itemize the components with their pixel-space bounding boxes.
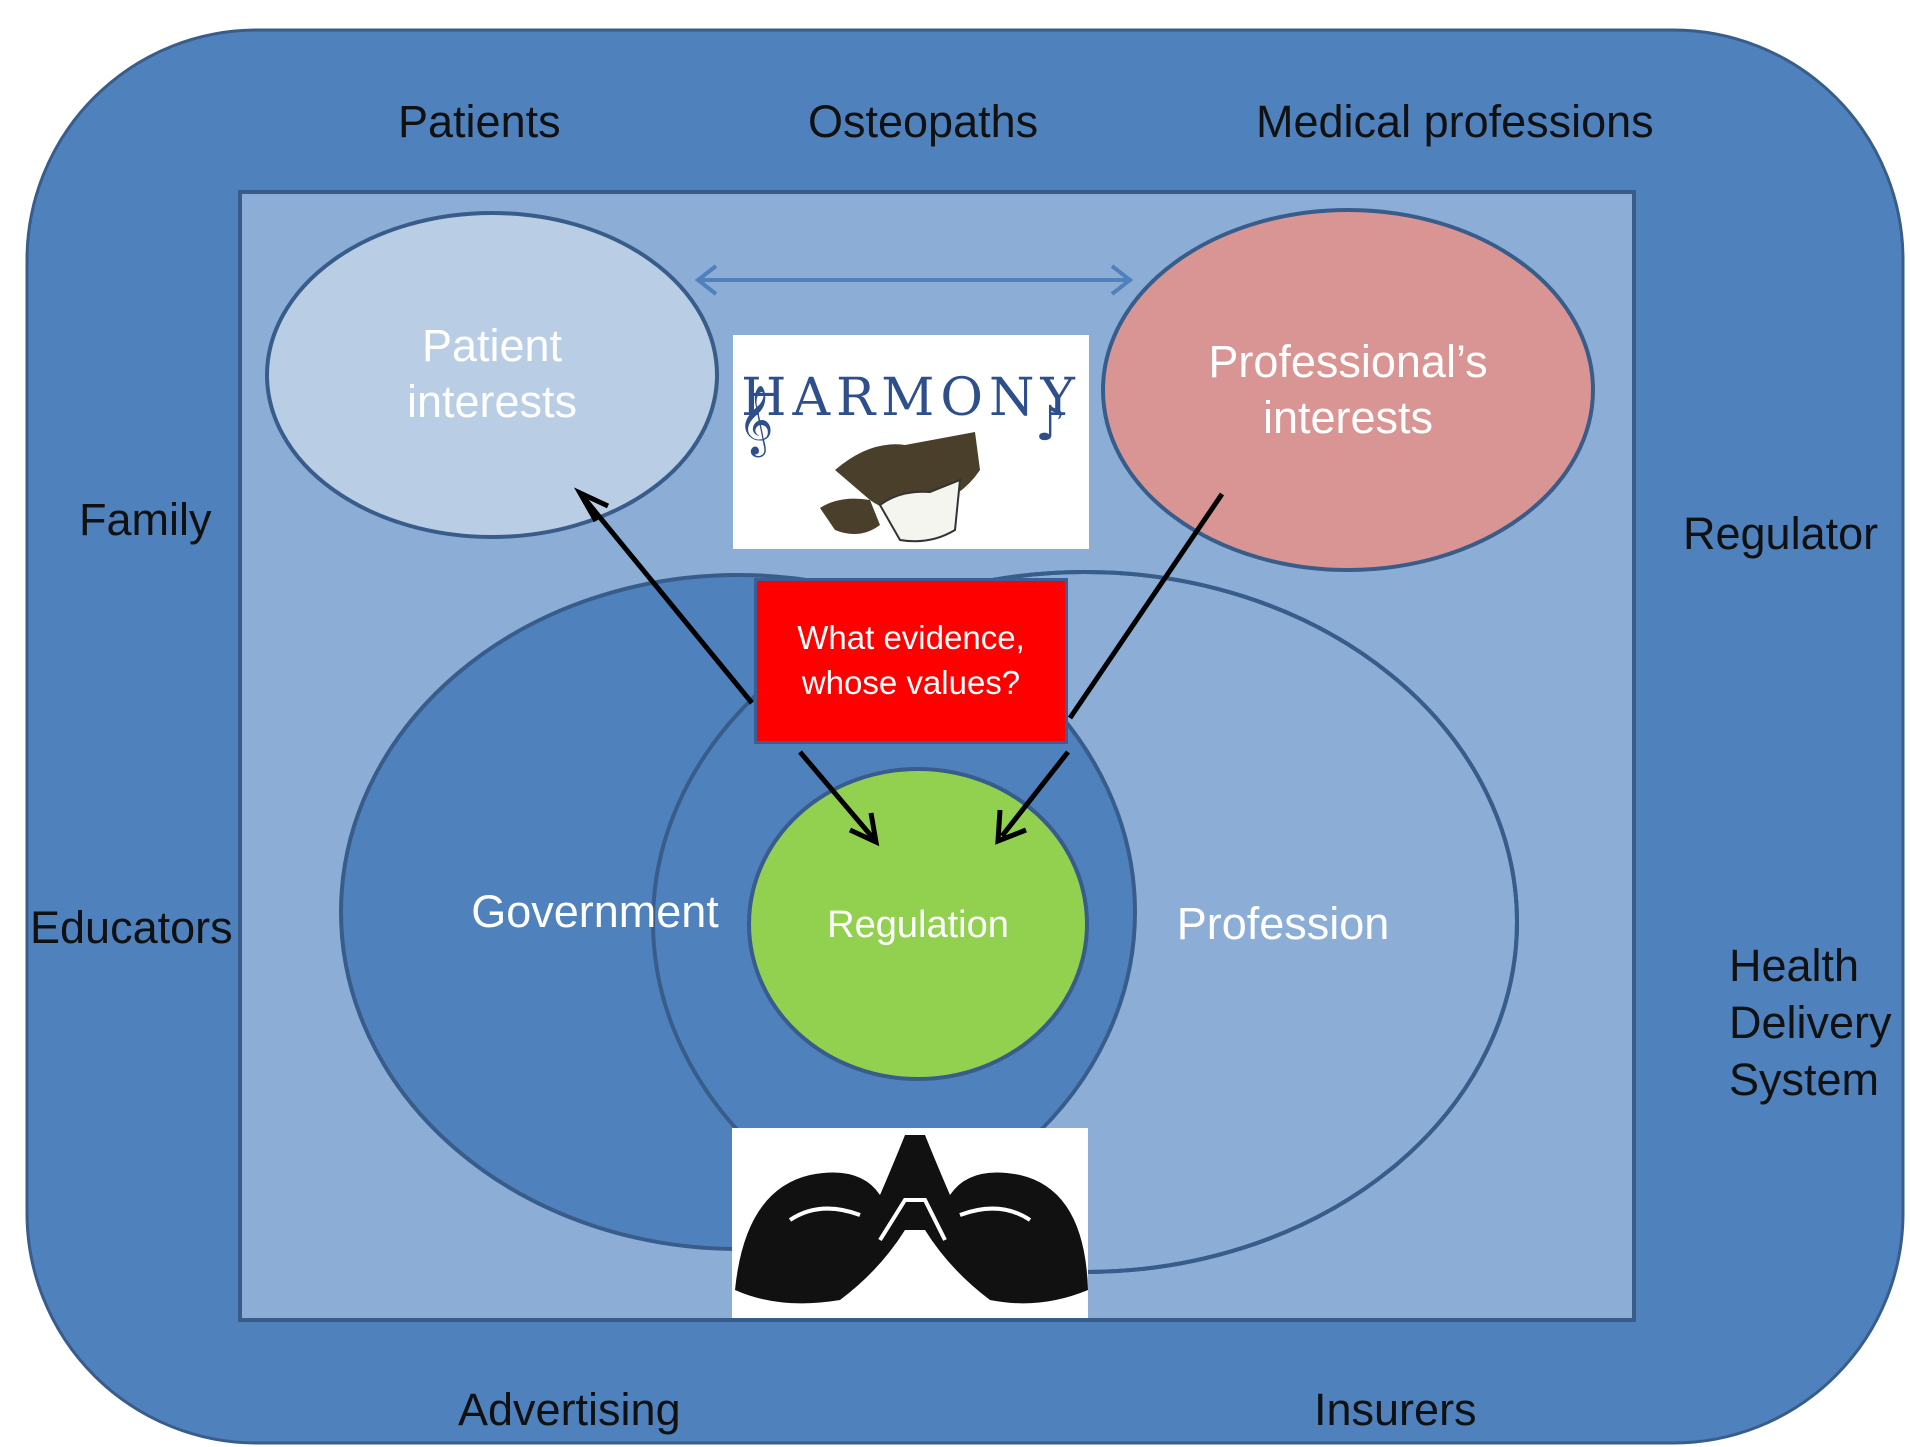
- label-educators: Educators: [30, 902, 233, 953]
- harmony-double-arrow: [694, 264, 1134, 296]
- arrow-to-regulation-left: [798, 750, 875, 840]
- arm-wrestling-icon: [735, 1135, 1088, 1304]
- patient-interests-line2: interests: [406, 376, 578, 428]
- question-line1: What evidence,: [797, 619, 1025, 657]
- label-regulator: Regulator: [1683, 508, 1879, 559]
- label-osteopaths: Osteopaths: [808, 96, 1039, 147]
- label-patient-interests: Patient interests: [370, 318, 614, 431]
- label-health: Health: [1729, 940, 1860, 991]
- label-advertising: Advertising: [458, 1384, 681, 1435]
- harmony-image: HARMONY 𝄞 ♪: [733, 335, 1089, 549]
- regulation-circle: [747, 767, 1089, 1081]
- label-profession: Profession: [1176, 898, 1390, 949]
- arm-wrestling-image: [732, 1128, 1088, 1318]
- question-line2: whose values?: [801, 664, 1021, 701]
- harmony-word: HARMONY: [741, 368, 1081, 428]
- question-box: What evidence, whose values?: [754, 578, 1068, 744]
- label-medical-professions: Medical professions: [1256, 96, 1654, 147]
- arrow-to-patient-interests: [582, 496, 754, 705]
- arrow-professional-to-question: [1067, 492, 1225, 720]
- professional-interests-ellipse: [1101, 208, 1595, 572]
- label-insurers: Insurers: [1314, 1384, 1477, 1435]
- label-delivery: Delivery: [1729, 997, 1892, 1048]
- music-note-icon: 𝄞: [738, 385, 773, 457]
- professional-interests-line2: interests: [1262, 392, 1434, 444]
- patient-interests-line1: Patient: [421, 320, 563, 371]
- professional-interests-line1: Professional’s: [1208, 336, 1488, 387]
- label-patients: Patients: [398, 96, 561, 147]
- label-professional-interests: Professional’s interests: [1178, 334, 1518, 447]
- label-government: Government: [471, 886, 719, 937]
- label-system: System: [1729, 1054, 1880, 1105]
- label-regulation: Regulation: [827, 904, 1009, 946]
- music-note-icon-right: ♪: [1035, 396, 1066, 452]
- arrow-to-regulation-right: [1000, 750, 1070, 838]
- patient-interests-ellipse: [265, 211, 719, 539]
- black-arrows: [573, 487, 1225, 847]
- label-family: Family: [79, 494, 212, 545]
